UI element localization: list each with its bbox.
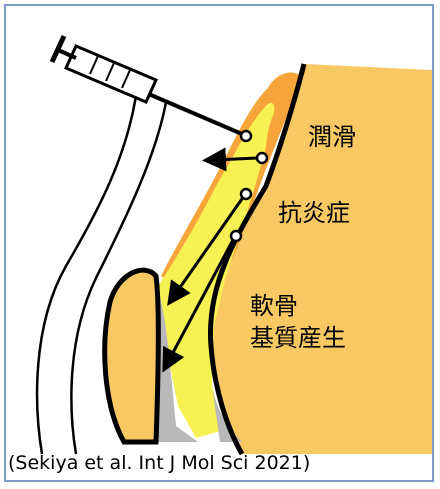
lower-bone bbox=[102, 267, 161, 445]
femur-bone bbox=[210, 64, 432, 454]
cell-marker-icon bbox=[255, 151, 269, 165]
cell-marker-icon bbox=[239, 187, 253, 201]
cell-marker-icon bbox=[229, 229, 243, 243]
citation-text: (Sekiya et al. Int J Mol Sci 2021) bbox=[8, 452, 311, 474]
cartilage-lower bbox=[156, 286, 198, 442]
capsule-inner bbox=[70, 101, 168, 455]
capsule-outer bbox=[35, 95, 138, 455]
cell-marker-icon bbox=[239, 129, 253, 143]
arrow-icon bbox=[162, 237, 236, 373]
cartilage-upper bbox=[212, 386, 242, 442]
label-lubrication: 潤滑 bbox=[308, 123, 356, 151]
syringe-icon bbox=[49, 34, 243, 136]
figure-frame: 潤滑 抗炎症 軟骨 基質産生 bbox=[4, 4, 434, 482]
arrow-icon bbox=[167, 195, 246, 306]
label-cartilage-line2: 基質産生 bbox=[250, 324, 346, 352]
femur-outline bbox=[207, 63, 307, 456]
label-cartilage-line1: 軟骨 bbox=[250, 292, 298, 320]
knee-joint-diagram bbox=[35, 34, 432, 456]
label-anti-inflammation: 抗炎症 bbox=[278, 199, 350, 227]
arrow-icon bbox=[202, 147, 259, 172]
